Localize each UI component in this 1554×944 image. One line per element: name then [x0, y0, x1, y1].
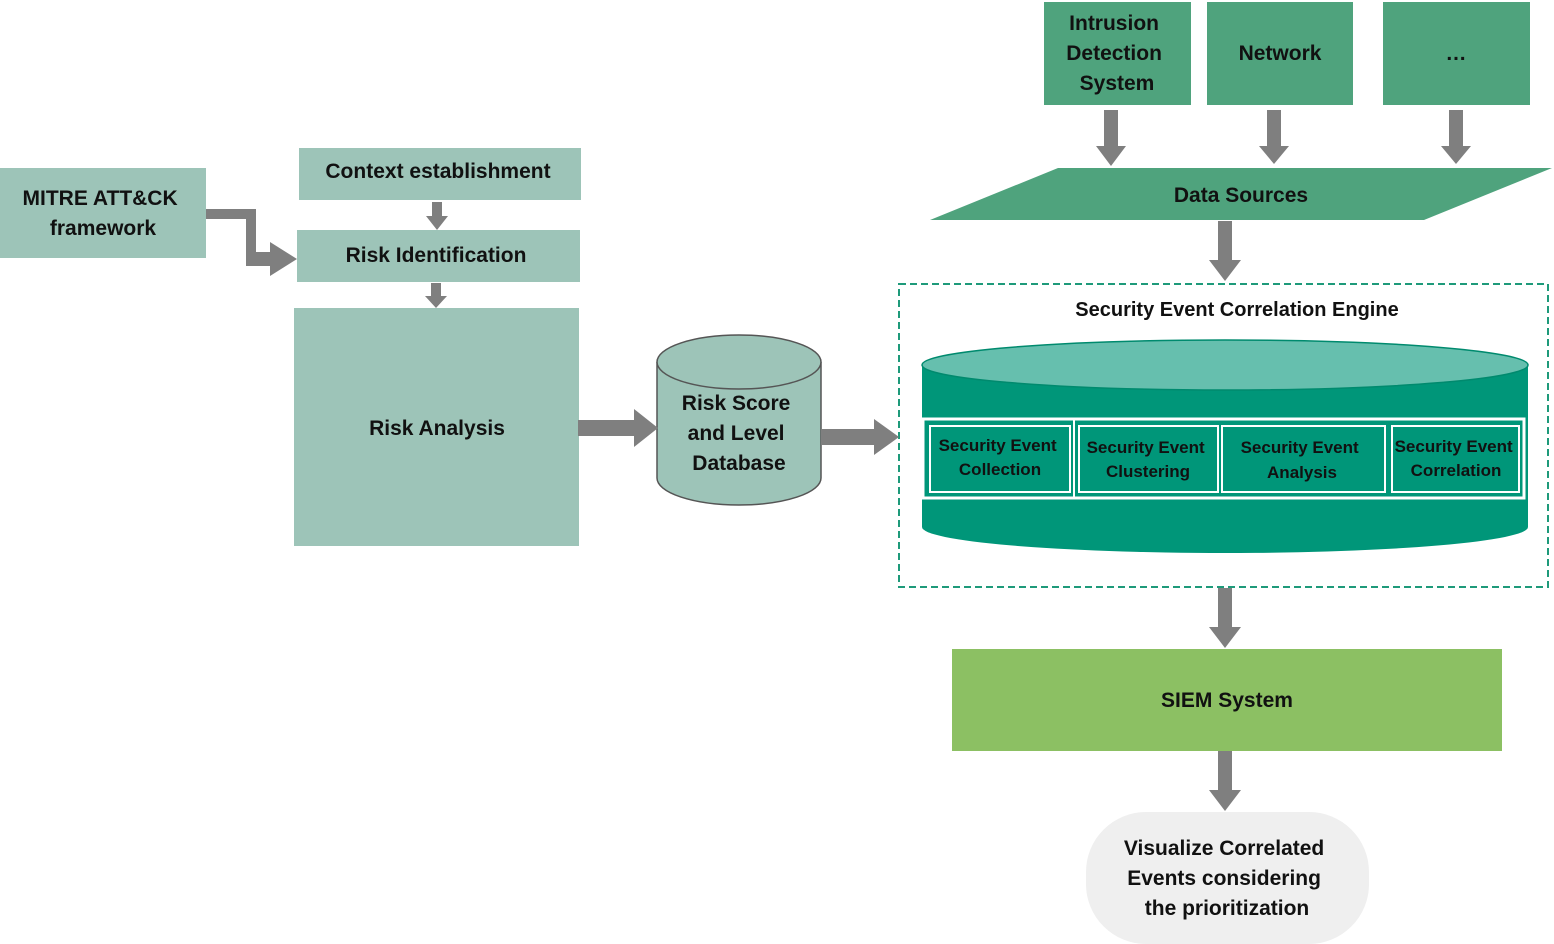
clustering-module	[1078, 425, 1219, 493]
context-establishment-label: Context establishment	[325, 160, 550, 183]
correlation-label: Security Event Correlation	[1395, 437, 1518, 480]
correlation-label-line: Security Event	[1395, 437, 1513, 456]
ids-box	[1044, 2, 1191, 105]
risk-identification-label: Risk Identification	[346, 244, 527, 267]
collection-label: Security Event Collection	[939, 436, 1062, 479]
visualize-box	[1086, 812, 1369, 944]
database-body	[656, 362, 822, 506]
other-source-label: …	[1446, 42, 1467, 65]
siem-label: SIEM System	[1161, 689, 1293, 712]
arrow-identification-to-analysis	[425, 283, 447, 308]
other-source-box	[1383, 2, 1530, 105]
ids-label: Intrusion Detection System	[1066, 12, 1168, 95]
data-sources-parallelogram	[930, 168, 1552, 220]
arrow-context-to-identification	[426, 202, 448, 230]
risk-analysis-box	[294, 308, 579, 546]
correlation-module	[1391, 425, 1520, 493]
database-label-line: Risk Score	[682, 392, 791, 415]
correlation-label-line: Correlation	[1411, 461, 1502, 480]
visualize-label-line: the prioritization	[1145, 897, 1310, 920]
database-label: Risk Score and Level Database	[682, 392, 796, 475]
collection-label-line: Security Event	[939, 436, 1057, 455]
arrow-network-to-datasources	[1259, 110, 1289, 164]
clustering-label-line: Security Event	[1087, 438, 1205, 457]
database-label-line: and Level	[688, 422, 785, 445]
arrow-database-to-engine	[821, 419, 899, 455]
collection-module	[929, 425, 1071, 493]
visualize-label-line: Visualize Correlated	[1124, 837, 1324, 860]
risk-analysis-label: Risk Analysis	[369, 417, 505, 440]
data-sources-label: Data Sources	[1174, 184, 1308, 207]
collection-label-line: Collection	[959, 460, 1041, 479]
analysis-module	[1221, 425, 1386, 493]
network-label: Network	[1239, 42, 1322, 65]
siem-box	[952, 649, 1502, 751]
arrow-other-to-datasources	[1441, 110, 1471, 164]
analysis-label-line: Analysis	[1267, 463, 1337, 482]
arrows	[206, 110, 1471, 811]
clustering-label-line: Clustering	[1106, 462, 1190, 481]
clustering-label: Security Event Clustering	[1087, 438, 1210, 481]
arrow-analysis-to-database	[578, 409, 658, 447]
risk-identification-box	[297, 230, 580, 282]
arrow-datasources-to-engine	[1209, 221, 1241, 281]
context-establishment-box	[299, 148, 581, 200]
ids-label-line: Intrusion	[1069, 12, 1159, 35]
correlation-engine-frame	[898, 283, 1549, 588]
mitre-label-line: MITRE ATT&CK	[23, 187, 178, 210]
mitre-box	[0, 168, 206, 258]
engine-title: Security Event Correlation Engine	[1075, 299, 1398, 321]
arrow-mitre-to-identification	[206, 209, 297, 276]
ids-label-line: Detection	[1066, 42, 1162, 65]
visualize-label: Visualize Correlated Events considering …	[1124, 837, 1330, 920]
visualize-label-line: Events considering	[1127, 867, 1321, 890]
database-label-line: Database	[692, 452, 785, 475]
analysis-label-line: Security Event	[1241, 438, 1359, 457]
risk-database-cylinder	[656, 334, 822, 506]
arrow-siem-to-visualize	[1209, 751, 1241, 811]
mitre-label: MITRE ATT&CK framework	[23, 187, 184, 240]
arrow-ids-to-datasources	[1096, 110, 1126, 166]
engine-cylinder-top	[921, 339, 1529, 391]
network-box	[1207, 2, 1353, 105]
ids-label-line: System	[1080, 72, 1155, 95]
analysis-label: Security Event Analysis	[1241, 438, 1364, 482]
arrow-engine-to-siem	[1209, 588, 1241, 648]
mitre-label-line: framework	[50, 217, 157, 240]
database-top	[656, 334, 822, 390]
